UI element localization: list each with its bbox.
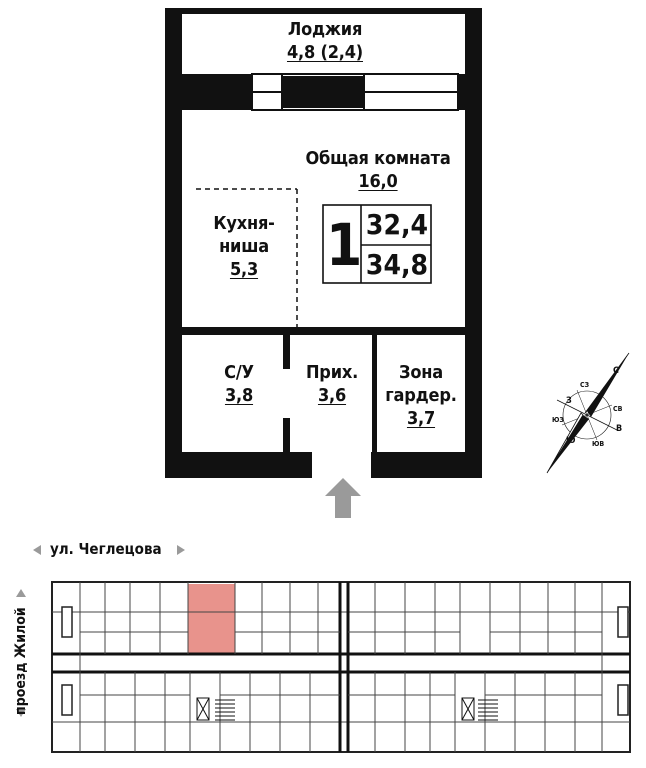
street-arrows — [16, 545, 185, 717]
rooms-count: 1 — [326, 211, 363, 279]
window — [210, 73, 459, 111]
kitchen-niche-outline — [196, 188, 298, 327]
room-wardrobe: Зона гардер. 3,7 — [378, 361, 464, 430]
room-name-line1: Зона — [399, 362, 443, 383]
room-name-line2: гардер. — [385, 385, 457, 406]
compass-n: С — [613, 366, 619, 376]
room-living: Общая комната 16,0 — [298, 147, 458, 193]
compass-ne: СВ — [613, 405, 623, 413]
compass-w: З — [566, 396, 572, 406]
compass-icon — [546, 352, 630, 474]
walls — [165, 8, 482, 478]
living-area-value: 32,4 — [365, 208, 429, 241]
room-area: 5,3 — [229, 259, 259, 280]
entrance-arrow-icon — [325, 478, 361, 518]
room-area: 3,7 — [406, 408, 436, 429]
room-area: 3,6 — [317, 385, 347, 406]
room-name: Прих. — [305, 362, 359, 383]
room-name: С/У — [224, 362, 254, 383]
room-area: 3,8 — [224, 385, 254, 406]
room-name: Лоджия — [287, 19, 363, 40]
street-left-label: проезд Жилой — [13, 607, 29, 715]
area-badge — [322, 204, 432, 284]
room-area: 4,8 (2,4) — [286, 42, 363, 63]
room-bathroom: С/У 3,8 — [196, 361, 282, 407]
compass-se: ЮВ — [592, 440, 605, 448]
compass-nw: СЗ — [580, 381, 590, 389]
room-name: Общая комната — [305, 148, 451, 169]
highlighted-apartment — [188, 584, 235, 654]
room-name-line1: Кухня- — [213, 213, 275, 234]
building-floor-plan — [51, 581, 631, 753]
compass-sw: ЮЗ — [552, 416, 564, 424]
room-hall: Прих. 3,6 — [293, 361, 371, 407]
compass-e: В — [616, 424, 623, 434]
room-kitchen: Кухня- ниша 5,3 — [196, 212, 292, 281]
room-name-line2: ниша — [219, 236, 269, 257]
compass-s: Ю — [566, 436, 576, 446]
street-top-label: ул. Чеглецова — [50, 540, 162, 558]
room-area: 16,0 — [358, 171, 398, 192]
room-loggia: Лоджия 4,8 (2,4) — [252, 18, 398, 64]
total-area-value: 34,8 — [365, 248, 429, 281]
